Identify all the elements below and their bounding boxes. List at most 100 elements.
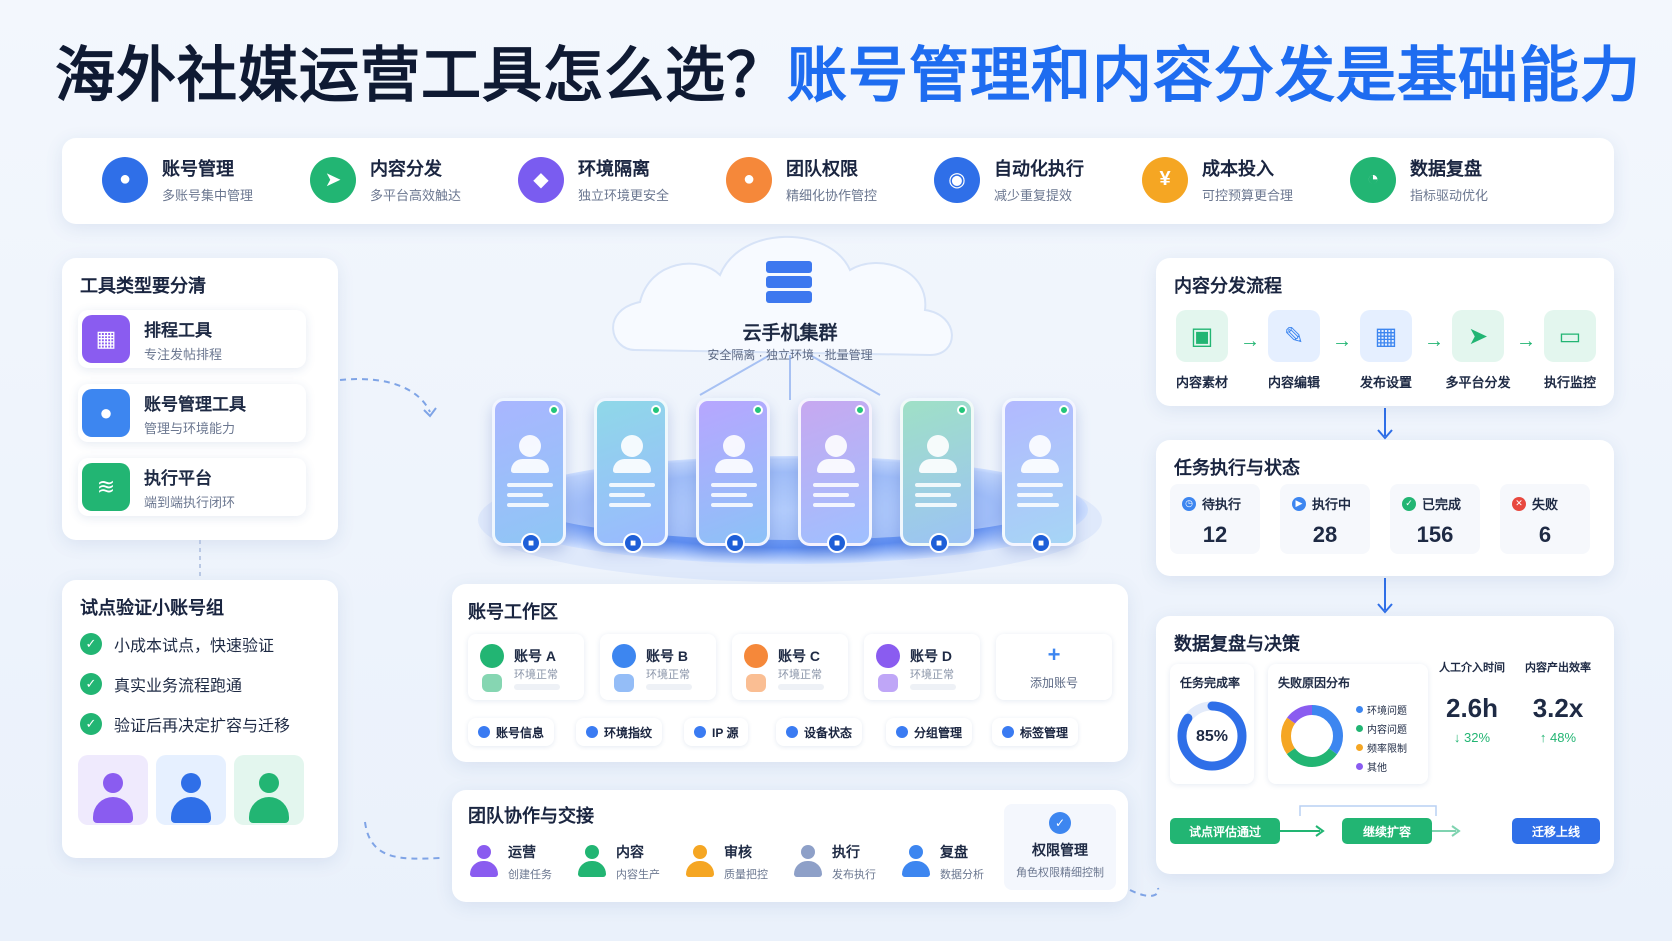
capability-name: 环境隔离 <box>578 159 650 179</box>
flow-step[interactable]: ➤多平台分发 <box>1440 310 1516 391</box>
manual-value: 2.6h <box>1445 693 1499 723</box>
capability-item[interactable]: ¥成本投入可控预算更合理 <box>1142 155 1293 204</box>
avatar <box>612 644 636 668</box>
failure-slice <box>1281 705 1343 767</box>
flow-step[interactable]: ▭执行监控 <box>1532 310 1608 391</box>
failure-slice <box>1281 705 1343 767</box>
team-role[interactable]: 复盘数据分析 <box>902 836 984 888</box>
tag-label: 账号信息 <box>496 725 545 740</box>
layers-icon: ≋ <box>82 463 130 511</box>
task-stat-value: 28 <box>1312 522 1338 547</box>
cloud-phone[interactable]: ■ <box>696 398 770 553</box>
cloud-phone[interactable]: ■ <box>492 398 566 553</box>
cloud-phone[interactable]: ■ <box>798 398 872 553</box>
arrow-right-icon: → <box>1516 330 1536 352</box>
capability-item[interactable]: ➤内容分发多平台高效触达 <box>310 155 461 204</box>
person-icon <box>902 845 930 879</box>
legend-label: 环境问题 <box>1367 706 1407 717</box>
flow-title: 内容分发流程 <box>1174 276 1282 296</box>
team-icon: ● <box>726 156 772 203</box>
manual-change: ↓ 32% <box>1453 730 1491 745</box>
arrow-right-icon: → <box>1240 330 1260 352</box>
cloud-subtitle: 安全隔离 · 独立环境 · 批量管理 <box>707 348 873 362</box>
workspace-tag[interactable]: 分组管理 <box>886 718 973 746</box>
failure-slice <box>1281 705 1343 767</box>
team-role[interactable]: 执行发布执行 <box>794 836 876 888</box>
tag-icon <box>896 726 908 738</box>
flow-step[interactable]: ▣内容素材 <box>1164 310 1240 391</box>
capability-item[interactable]: ●团队权限精细化协作管控 <box>726 155 877 204</box>
output-kpi: 内容产出效率 3.2x ↑ 48% <box>1522 662 1594 745</box>
continue-scale-button[interactable]: 继续扩容 <box>1342 818 1432 844</box>
user-icon: ● <box>82 389 130 437</box>
tasks-title: 任务执行与状态 <box>1174 458 1300 478</box>
workspace-tag[interactable]: 设备状态 <box>776 718 863 746</box>
capability-item[interactable]: ◆环境隔离独立环境更安全 <box>518 155 669 204</box>
capability-desc: 指标驱动优化 <box>1410 188 1489 203</box>
permission-box[interactable]: ✓ 权限管理 角色权限精细控制 <box>1004 804 1116 890</box>
tool-type-item[interactable]: ▦排程工具专注发帖排程 <box>78 310 306 368</box>
environment-icon <box>746 674 766 692</box>
permission-name: 权限管理 <box>1032 842 1088 858</box>
capability-item[interactable]: ●账号管理多账号集中管理 <box>102 155 253 204</box>
environment-icon <box>482 674 502 692</box>
capability-item[interactable]: ◔数据复盘指标驱动优化 <box>1350 155 1488 204</box>
task-stat-label: 待执行 <box>1202 497 1242 512</box>
tag-label: 标签管理 <box>1020 725 1069 740</box>
legend-item: 频率限制 <box>1356 740 1407 755</box>
add-account-label: 添加账号 <box>1029 676 1078 690</box>
team-role[interactable]: 内容内容生产 <box>578 836 660 888</box>
tool-type-item[interactable]: ●账号管理工具管理与环境能力 <box>78 384 306 442</box>
workspace-tag[interactable]: IP 源 <box>684 718 749 746</box>
workspace-tag[interactable]: 账号信息 <box>468 718 555 746</box>
avatar <box>744 644 768 668</box>
cloud-phone[interactable]: ■ <box>594 398 668 553</box>
tag-icon <box>478 726 490 738</box>
legend-label: 内容问题 <box>1367 725 1407 736</box>
add-account-button[interactable]: + 添加账号 <box>996 634 1112 700</box>
task-stat-label: 执行中 <box>1312 497 1352 512</box>
pilot-check-item: ✓小成本试点，快速验证 <box>80 632 274 656</box>
lock-icon: ■ <box>521 533 541 553</box>
legend-item: 内容问题 <box>1356 721 1407 736</box>
arrow-right-icon: → <box>1424 330 1444 352</box>
pilot-pass-button[interactable]: 试点评估通过 <box>1170 818 1280 844</box>
account-name: 账号 A <box>514 648 556 664</box>
manual-label: 人工介入时间 <box>1439 662 1505 674</box>
capability-item[interactable]: ◉自动化执行减少重复提效 <box>934 155 1084 204</box>
team-role[interactable]: 运营创建任务 <box>470 836 552 888</box>
flow-step[interactable]: ✎内容编辑 <box>1256 310 1332 391</box>
lock-icon: ■ <box>827 533 847 553</box>
pilot-check-item: ✓验证后再决定扩容与迁移 <box>80 712 290 736</box>
team-role[interactable]: 审核质量把控 <box>686 836 768 888</box>
cloud-phone[interactable]: ■ <box>1002 398 1076 553</box>
pilot-check-text: 验证后再决定扩容与迁移 <box>114 718 291 735</box>
status-icon: ◷ <box>1182 496 1196 511</box>
workspace-tag[interactable]: 环境指纹 <box>576 718 663 746</box>
output-change: ↑ 48% <box>1539 730 1577 745</box>
cloud-phone[interactable]: ■ <box>900 398 974 553</box>
output-label: 内容产出效率 <box>1525 662 1591 674</box>
tool-type-item[interactable]: ≋执行平台端到端执行闭环 <box>78 458 306 516</box>
avatar <box>480 644 504 668</box>
role-name: 内容 <box>616 844 644 860</box>
legend-item: 环境问题 <box>1356 702 1407 717</box>
capability-name: 数据复盘 <box>1410 159 1482 179</box>
migrate-button[interactable]: 迁移上线 <box>1512 818 1600 844</box>
tag-label: 设备状态 <box>804 725 853 740</box>
capability-name: 内容分发 <box>370 159 442 179</box>
account-status: 环境正常 <box>646 669 690 681</box>
workspace-title: 账号工作区 <box>468 602 558 622</box>
capability-desc: 多账号集中管理 <box>162 188 254 203</box>
monitor-icon: ▭ <box>1544 310 1596 362</box>
flow-step[interactable]: ▦发布设置 <box>1348 310 1424 391</box>
plus-icon: + <box>1047 642 1061 667</box>
legend-dot <box>1356 763 1363 770</box>
workspace-tag[interactable]: 标签管理 <box>992 718 1079 746</box>
tool-type-name: 执行平台 <box>144 468 212 488</box>
task-stat-value: 12 <box>1202 522 1228 547</box>
